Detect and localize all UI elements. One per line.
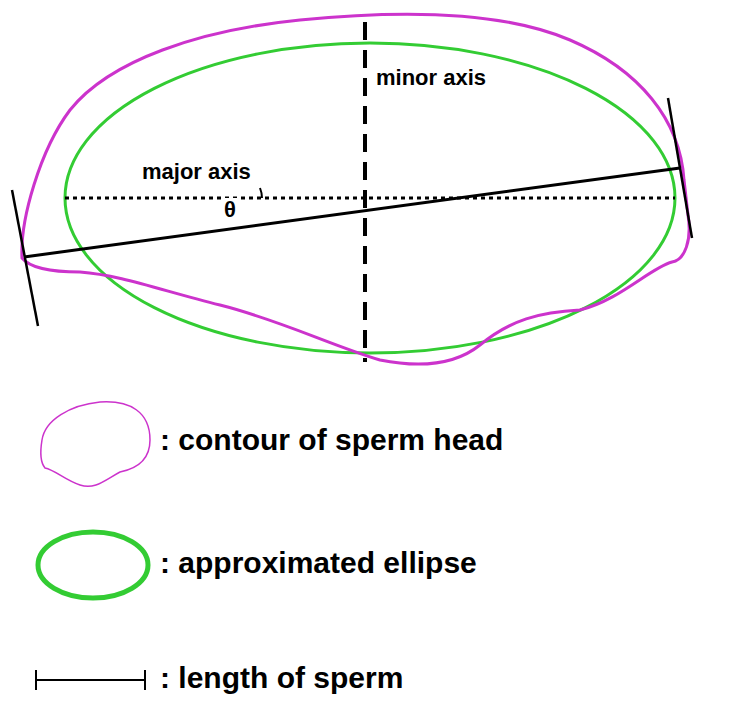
minor-axis-line xyxy=(363,22,367,362)
length-sample xyxy=(35,670,37,690)
length-line xyxy=(24,168,680,257)
length-end-tick xyxy=(12,190,38,326)
axis-label: major axis xyxy=(140,160,253,184)
angle-label: θ xyxy=(222,198,238,222)
axis-label: minor axis xyxy=(374,66,488,90)
legend-text: : length of sperm xyxy=(160,661,403,694)
legend-text: : contour of sperm head xyxy=(160,423,503,456)
angle-arc xyxy=(260,188,262,198)
ellipse-sample xyxy=(38,532,148,598)
length-end-tick xyxy=(668,98,692,238)
approximated-ellipse xyxy=(65,43,675,353)
length-sample xyxy=(144,670,146,690)
sperm-head-contour xyxy=(22,14,689,364)
contour-sample xyxy=(41,402,150,487)
major-axis-line xyxy=(65,197,675,200)
length-sample xyxy=(36,679,145,681)
legend-text: : approximated ellipse xyxy=(160,546,477,579)
